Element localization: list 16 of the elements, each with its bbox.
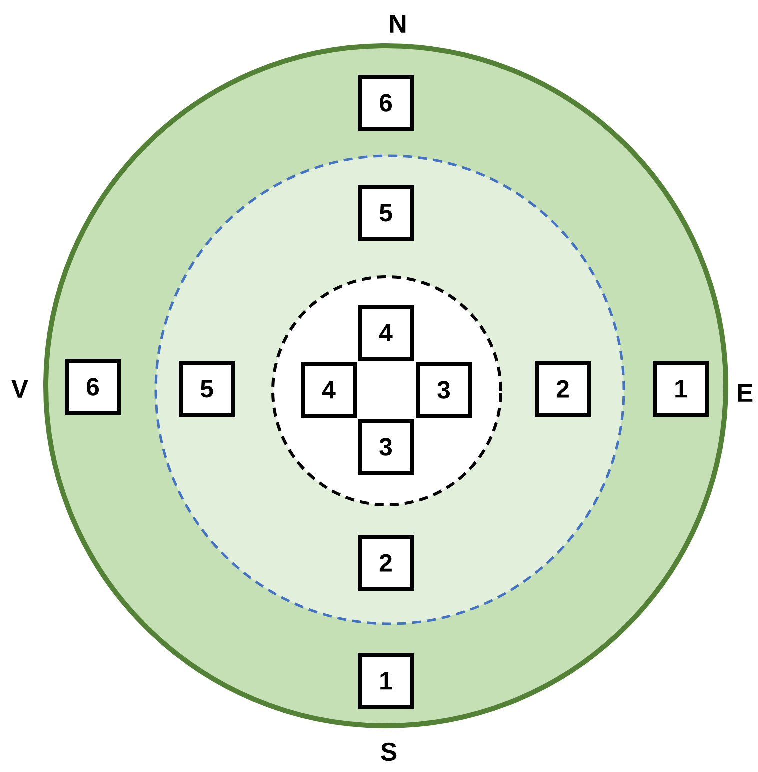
compass-letter: S [381, 742, 397, 762]
number-box: 5 [179, 361, 235, 417]
number-box: 3 [358, 419, 414, 475]
compass-letter: N [390, 15, 406, 33]
compass-letter: V [12, 380, 28, 398]
number-box: 1 [653, 361, 709, 417]
number-box: 6 [358, 75, 414, 131]
number-box: 3 [416, 362, 472, 418]
number-box: 2 [535, 361, 591, 417]
number-box: 1 [358, 653, 414, 709]
number-box: 6 [65, 359, 121, 415]
number-box: 5 [358, 185, 414, 241]
number-box: 4 [358, 305, 414, 361]
number-box: 2 [358, 535, 414, 591]
number-box: 4 [301, 362, 357, 418]
compass-letter: E [738, 384, 753, 402]
